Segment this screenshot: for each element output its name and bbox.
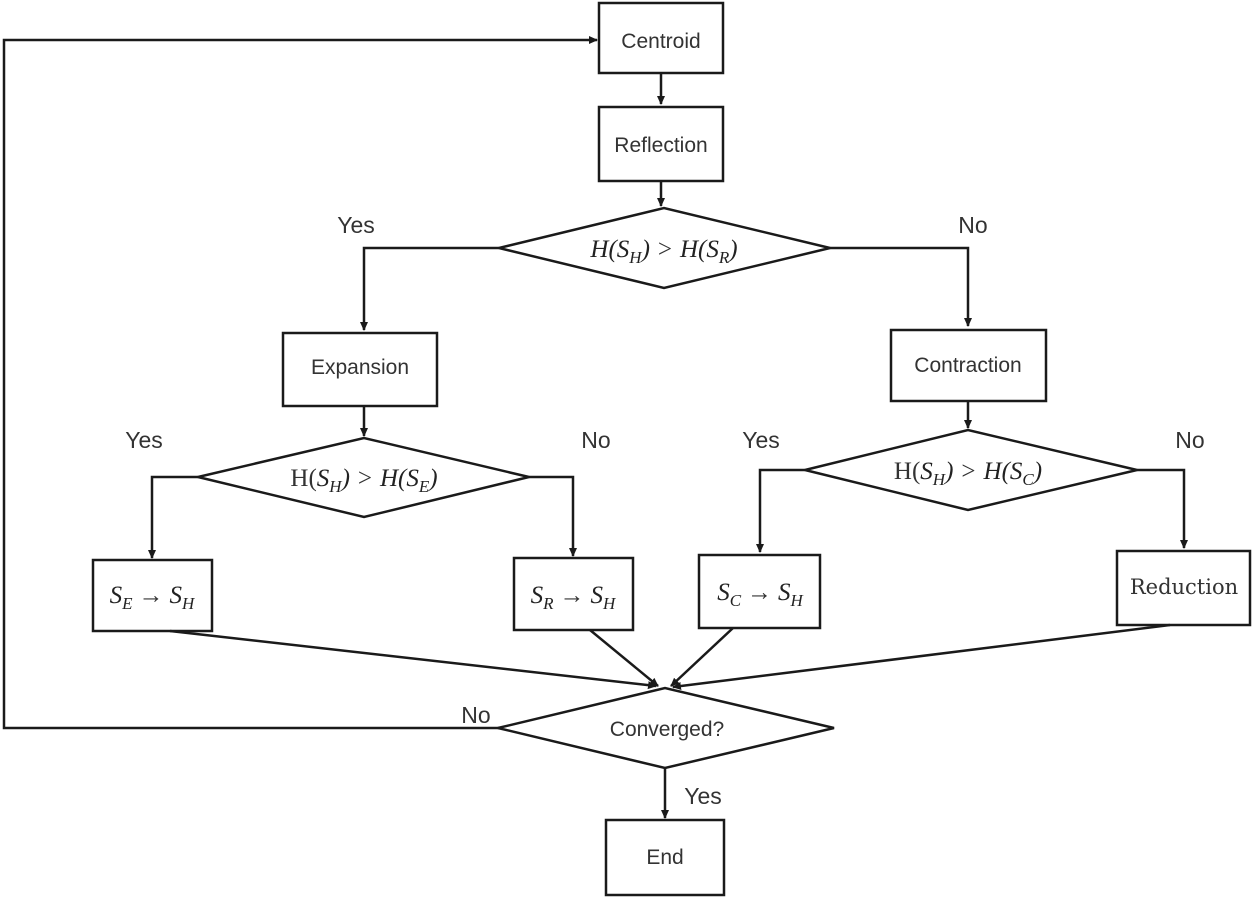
edge-sc-converged [670,627,734,687]
decision-expansion-yes-label: Yes [125,427,163,453]
edge-decision2-yes [148,475,198,559]
assign-sc-sh-label: SC→SH [717,579,804,610]
decision-expansion-condition: H(SH)>H(SE) [290,465,437,496]
decision-contraction-no-label: No [1175,427,1204,453]
reflection-label: Reflection [614,134,707,157]
loop-back-edge [2,36,598,730]
converged-no-label: No [461,702,490,728]
end-label: End [646,846,683,869]
converged-label: Converged? [610,718,724,741]
reflection-box [597,105,725,183]
decision-reflection-no-label: No [958,212,987,238]
expansion-box [281,331,439,408]
centroid-label: Centroid [621,30,700,53]
edge-se-converged [169,629,657,690]
edge-decision1-no [830,246,972,327]
converged-yes-label: Yes [684,783,722,809]
reduction-label: Reduction [1130,575,1238,599]
reduction-box [1115,549,1252,627]
edge-sr-converged [589,629,659,687]
edge-decision1-yes [360,246,499,331]
edge-decision3-yes [756,468,805,553]
assign-sr-sh-label: SR→SH [531,582,617,613]
decision-reflection-condition: H(SH)>H(SR) [589,236,737,267]
edge-decision2-no [529,475,577,557]
decision-reflection-yes-label: Yes [337,212,375,238]
decision-converged [497,686,835,770]
assign-sc-sh-box [697,553,822,630]
expansion-label: Expansion [311,356,409,379]
decision-contraction-yes-label: Yes [742,427,780,453]
edge-decision3-no [1137,468,1188,549]
end-box [604,818,726,897]
assign-sr-sh-box [512,556,635,632]
decision-expansion-no-label: No [581,427,610,453]
assign-se-sh-box [91,558,214,633]
contraction-label: Contraction [914,354,1021,377]
decision-contraction-condition: H(SH)>H(SC) [894,458,1042,489]
edge-reduction-converged [672,623,1171,690]
assign-se-sh-label: SE→SH [110,582,196,613]
